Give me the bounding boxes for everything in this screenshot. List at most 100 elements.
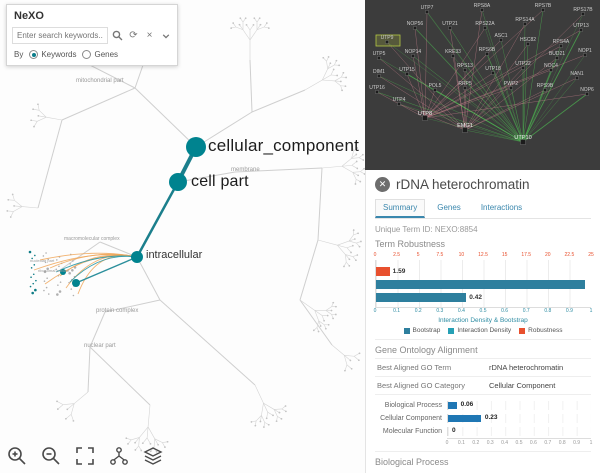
network-node[interactable]: UTP10 — [514, 135, 532, 145]
network-node[interactable]: RPS22A — [475, 21, 495, 30]
network-node[interactable]: UTP22 — [515, 61, 531, 70]
network-node[interactable]: UTP4 — [393, 97, 406, 106]
app-title: NeXO — [14, 10, 44, 22]
network-node[interactable]: KRE33 — [445, 49, 461, 58]
go-table-key: Best Aligned GO Term — [377, 363, 452, 372]
network-node[interactable]: UTP16 — [369, 85, 385, 94]
robustness-bar-row: 1.59 — [376, 266, 591, 276]
tree-toolbar — [4, 443, 166, 469]
tree-node-label[interactable]: cellular_component — [208, 136, 360, 155]
zoom-out-icon[interactable] — [38, 443, 64, 469]
network-node-label: NOP1 — [578, 48, 592, 54]
close-icon[interactable]: ✕ — [375, 177, 390, 192]
alignment-category-label: Molecular Function — [382, 428, 442, 435]
tree-term-node[interactable] — [131, 251, 143, 263]
network-node[interactable]: UTP5 — [373, 51, 386, 60]
axis-tick: 25 — [588, 252, 594, 258]
network-node[interactable]: RPS14A — [515, 17, 535, 26]
network-node[interactable]: NOP6 — [580, 87, 594, 96]
reset-icon[interactable]: ⟳ — [129, 30, 138, 41]
axis-tick: 0.8 — [544, 308, 552, 314]
tree-node-label[interactable]: intracellular — [146, 249, 203, 261]
network-node[interactable]: UTP18 — [485, 66, 501, 75]
tree-node-label[interactable]: nucleolar part — [30, 258, 55, 263]
network-node[interactable]: PWP2 — [504, 81, 518, 90]
tree-term-node[interactable] — [169, 173, 187, 191]
network-node-label: NOP56 — [407, 21, 424, 27]
radio-keywords[interactable]: Keywords — [29, 50, 76, 59]
network-node[interactable]: POL5 — [429, 83, 442, 92]
network-node[interactable]: HSC82 — [520, 37, 536, 46]
radio-genes[interactable]: Genes — [82, 50, 118, 59]
network-node-label: RPS14A — [515, 17, 535, 23]
interaction-network-canvas[interactable]: UTP7 RPS8A RPS7B RPS17B NOP56 UTP21 RPS22A RPS1… — [365, 0, 600, 170]
bar-robustness — [376, 266, 390, 276]
axis-tick: 15 — [501, 252, 508, 258]
network-node[interactable]: EMG1 — [457, 123, 473, 133]
fit-view-icon[interactable] — [72, 443, 98, 469]
tab-interactions[interactable]: Interactions — [480, 203, 523, 212]
clear-icon[interactable]: × — [146, 30, 153, 41]
tab-genes[interactable]: Genes — [437, 203, 461, 212]
tree-node-label[interactable]: protein complex — [96, 308, 139, 314]
tree-node-label[interactable]: membrane — [231, 167, 260, 173]
network-node[interactable]: RPS4A — [553, 39, 570, 48]
tree-node-label[interactable]: cell part — [191, 173, 249, 190]
tree-node-label[interactable]: ribosomal subunit — [38, 268, 70, 273]
search-input[interactable] — [12, 27, 108, 44]
axis-tick: 10 — [458, 252, 465, 258]
network-node-label: NOP6 — [580, 87, 594, 93]
tree-node-label[interactable]: nuclear part — [84, 343, 116, 349]
tab-summary[interactable]: Summary — [375, 199, 426, 218]
network-node[interactable]: UTP8 — [418, 111, 432, 121]
tree-layout-icon[interactable] — [106, 443, 132, 469]
network-node[interactable]: RPS13 — [457, 63, 473, 72]
tree-term-node[interactable] — [72, 279, 80, 287]
network-node[interactable]: NOP14 — [405, 49, 422, 58]
zoom-in-icon[interactable] — [4, 443, 30, 469]
network-node[interactable]: RPS8A — [474, 3, 491, 12]
tree-term-node[interactable] — [60, 269, 66, 275]
network-node[interactable]: NOC4 — [544, 63, 558, 72]
axis-tick: 0 — [373, 308, 377, 314]
network-node-label: NAN1 — [570, 71, 584, 77]
network-node[interactable]: UTP13 — [573, 23, 589, 32]
ontology-tree-canvas[interactable] — [0, 0, 365, 473]
axis-tick: 2.5 — [393, 252, 401, 258]
alignment-category-label: Cellular Component — [380, 415, 442, 422]
network-node[interactable]: NOP1 — [578, 48, 592, 57]
network-node[interactable]: RPS9B — [537, 83, 554, 92]
axis-tick: 0.8 — [558, 440, 566, 446]
interaction-network-panel[interactable]: UTP7 RPS8A RPS7B RPS17B NOP56 UTP21 RPS22A RPS1… — [365, 0, 600, 170]
axis-tick: 1 — [589, 440, 593, 446]
robustness-bar-row: 0.42 — [376, 292, 591, 302]
network-node[interactable]: DIM1 — [373, 69, 385, 78]
tree-node-label[interactable]: mitochondrial part — [76, 78, 124, 84]
legend-item: Interaction Density — [448, 327, 511, 334]
network-node[interactable]: RPS17B — [573, 7, 593, 16]
network-node[interactable]: ASC1 — [494, 33, 508, 42]
network-node[interactable]: RPS6B — [479, 47, 496, 56]
radio-keywords-dot[interactable] — [29, 50, 39, 59]
network-node[interactable]: UTP7 — [421, 5, 434, 14]
robustness-section-title: Term Robustness — [375, 239, 446, 249]
tree-term-node[interactable] — [186, 137, 206, 157]
chevron-down-icon[interactable] — [159, 29, 172, 42]
layers-icon[interactable] — [140, 443, 166, 469]
network-node[interactable]: UTP9 — [375, 34, 401, 47]
network-node[interactable]: RRP5 — [458, 81, 472, 90]
alignment-bar-zone: 0.06 — [447, 401, 591, 410]
network-node[interactable]: UTP21 — [442, 21, 458, 30]
radio-genes-dot[interactable] — [82, 50, 92, 59]
network-node[interactable]: NOP56 — [407, 21, 424, 30]
network-node[interactable]: NAN1 — [570, 71, 584, 80]
network-node[interactable]: UTP15 — [399, 67, 415, 76]
network-node[interactable]: RPS7B — [535, 3, 552, 12]
tree-node-label[interactable]: macromolecular complex — [64, 236, 120, 242]
network-node[interactable]: BUD21 — [549, 51, 565, 60]
search-icon[interactable] — [111, 29, 124, 42]
